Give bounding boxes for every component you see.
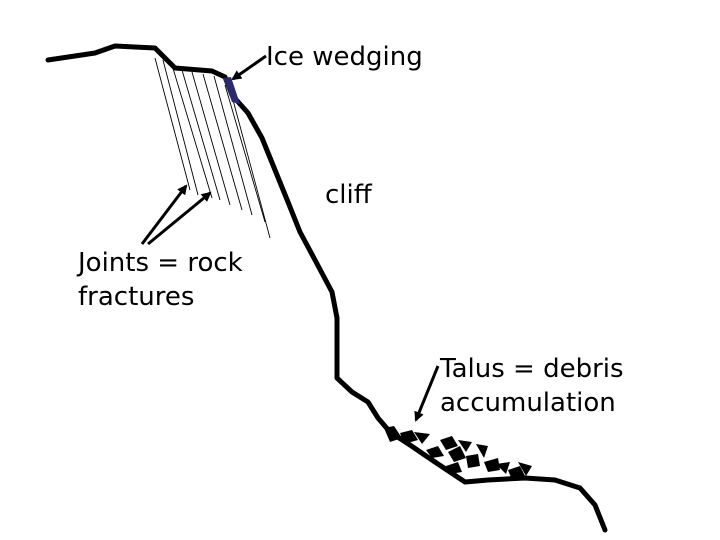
cliff-label: cliff <box>325 178 372 212</box>
debris-block <box>440 436 458 450</box>
joint-line <box>192 72 230 205</box>
arrows <box>142 56 438 420</box>
debris-block <box>466 454 480 468</box>
joint-line <box>225 85 265 222</box>
joints-label: Joints = rock fractures <box>78 246 243 314</box>
ice-wedge <box>223 77 240 104</box>
joint-line <box>163 60 198 195</box>
joints-arrow-left <box>142 186 186 244</box>
talus-label-line-2: accumulation <box>440 386 624 420</box>
ice-wedging-label: Ice wedging <box>266 40 423 74</box>
joints-label-line-1: Joints = rock <box>78 246 243 280</box>
joint-lines <box>155 58 270 238</box>
talus-label: Talus = debris accumulation <box>440 352 624 420</box>
talus-arrow <box>416 366 438 420</box>
joints-arrow-right <box>148 193 210 244</box>
joints-label-line-2: fractures <box>78 280 243 314</box>
talus-debris <box>384 426 532 480</box>
talus-label-line-1: Talus = debris <box>440 352 624 386</box>
joint-line <box>155 58 190 190</box>
ice-wedging-arrow <box>233 56 266 79</box>
